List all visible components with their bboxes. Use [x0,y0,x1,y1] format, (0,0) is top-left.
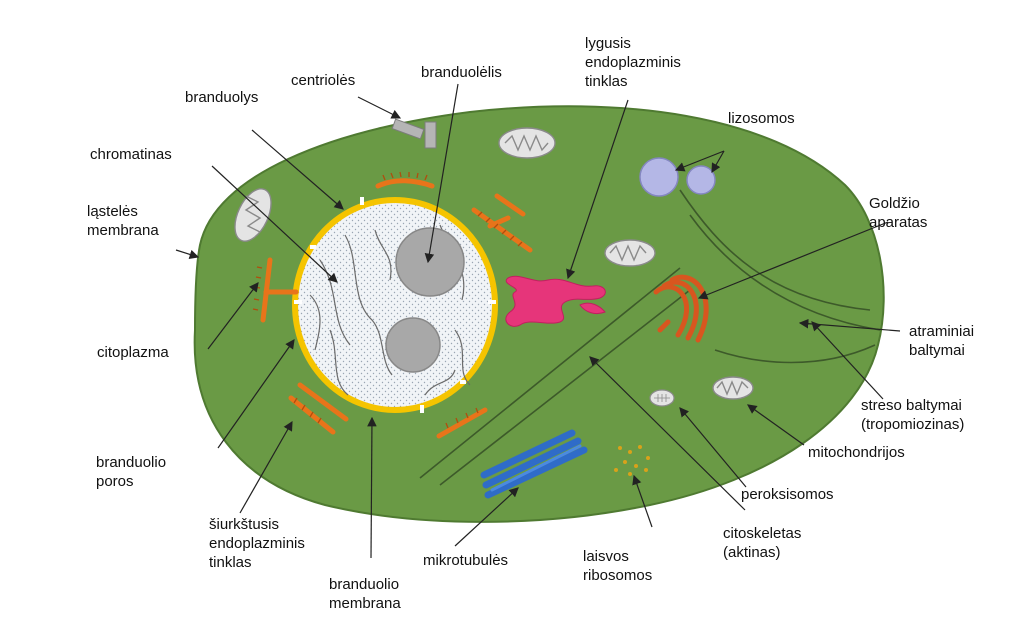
label-siurkstusis: šiurkštusis endoplazminis tinklas [209,516,309,571]
label-centrioles: centriolės [291,72,355,89]
label-lygusis: lygusis endoplazminis tinklas [585,35,685,90]
label-lizosomos: lizosomos [728,110,795,127]
label-goldzio: Goldžio aparatas [869,195,927,231]
label-branduolys: branduolys [185,89,258,106]
nucleus [294,197,496,413]
lysosome-small [687,166,715,194]
label-mitochondrijos: mitochondrijos [808,444,905,461]
label-atraminiai: atraminiai baltymai [909,323,978,359]
label-laisvos-ribosomos: laisvos ribosomos [583,548,652,584]
mitochondrion [605,240,655,266]
lysosome-large [640,158,678,196]
label-lasteles-membrana: ląstelės membrana [87,203,159,239]
mitochondrion [713,377,753,399]
peroxisome [650,390,674,406]
mitochondrion [499,128,555,158]
label-citoskeletas: citoskeletas (aktinas) [723,525,806,561]
label-streso: streso baltymai (tropomiozinas) [861,397,966,433]
nucleolus-lower [386,318,440,372]
label-branduolelis: branduolėlis [421,64,502,81]
nucleolus-upper [396,228,464,296]
label-mikrotubules: mikrotubulės [423,552,508,569]
label-branduolio-poros: branduolio poros [96,454,170,490]
label-peroksisomos: peroksisomos [741,486,834,503]
label-branduolio-membrana: branduolio membrana [329,576,403,612]
label-chromatinas: chromatinas [90,146,172,163]
label-citoplazma: citoplazma [97,344,169,361]
